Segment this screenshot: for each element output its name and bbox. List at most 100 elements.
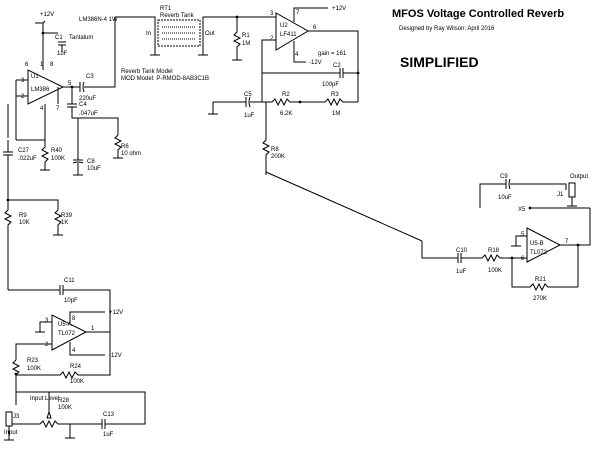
c13-ref: C13 (103, 412, 115, 418)
lf411-name: LF411 (280, 32, 297, 38)
r9-value: 10K (19, 220, 30, 226)
u5b-in-plus-wire (515, 235, 527, 246)
r2-value: 6.2K (280, 111, 292, 117)
lf411-vcc-label: +12V (332, 6, 346, 12)
r28-pot (12, 419, 70, 429)
reverb-tank-section: RT1 Reverb Tank In Out Reverb Tank Model… (121, 6, 270, 82)
r2-ref: R2 (282, 92, 290, 98)
c8-ref: C8 (87, 159, 95, 165)
r21-value: 270K (533, 296, 547, 302)
tank-model-line-2: MOD Model: P-RMOD-8AB3C1B (121, 76, 209, 82)
lf411-gain: gain = 161 (318, 51, 347, 57)
r21-ref: R21 (535, 277, 547, 283)
output-up-wire (578, 208, 591, 246)
recovery-amp-section: U2 LF411 gain = 161 7 3 2 6 4 +12V -12V … (208, 6, 423, 242)
r6-value: 10 ohm (121, 151, 141, 157)
c9-plate-b (508, 178, 511, 190)
tank-model-line-1: Reverb Tank Model (121, 69, 173, 75)
u5b-output-wire (560, 244, 579, 287)
r23-value: 100K (27, 366, 41, 372)
lm386-ref: U1 (31, 74, 39, 80)
x5-node-dot (528, 206, 532, 210)
lm386-amp-symbol (27, 69, 65, 105)
lm386-pin-8: 8 (50, 62, 54, 68)
r28-wiper-wire (16, 391, 146, 425)
u5b-ref: U5-B (530, 241, 544, 247)
lf411-pin-7: 7 (296, 10, 300, 16)
u5a-pin-8: 8 (72, 316, 76, 322)
c3-plate-b (82, 81, 85, 93)
tank-in-wire (123, 16, 156, 46)
u5a-vcc-label: +12V (109, 310, 123, 316)
reverb-tank-springs (157, 19, 201, 47)
r1-ref: R1 (242, 33, 250, 39)
c5-plate-b (248, 96, 251, 108)
r8-value: 200K (271, 154, 285, 160)
r3-resistor (300, 97, 358, 107)
lf411-pin-4: 4 (295, 52, 299, 58)
lm386-pin-4: 4 (40, 106, 44, 112)
r24-value: 100K (70, 379, 84, 385)
c9-wire-a (479, 183, 506, 208)
lm386-pin-7: 7 (56, 106, 60, 112)
c13-value: 1uF (103, 432, 114, 438)
r40-ref: R40 (51, 148, 63, 154)
tank-out-label: Out (205, 31, 215, 37)
r28-value: 100K (58, 405, 72, 411)
output-jack-icon (568, 182, 576, 198)
r24-resistor (16, 332, 111, 380)
r23-ref: R23 (27, 358, 39, 364)
c3-to-tank-wire (84, 16, 123, 88)
c5-value: 1uF (244, 113, 255, 119)
lf411-ref: U2 (280, 23, 288, 29)
u5b-pin-5: 5 (521, 232, 525, 238)
r2-resistor (250, 97, 300, 107)
power-amp-supply-label: +12V (40, 12, 54, 18)
output-stage-section: C10 1uF R18 100K U5-B TL072 5 6 7 R21 27… (421, 174, 591, 302)
c11-value: 10pF (64, 298, 78, 304)
designer-credit: Designed by Ray Wilson: April 2016 (399, 26, 495, 32)
c1-value: 1uF (57, 51, 68, 57)
c10-ref: C10 (456, 248, 468, 254)
c10-value: 1uF (456, 269, 467, 275)
lf411-in-minus-wire (261, 39, 322, 74)
u5b-amp-symbol (526, 227, 562, 263)
u5a-ref: U5-A (58, 322, 72, 328)
lf411-pin-2: 2 (270, 36, 274, 42)
r28-ref: R28 (58, 398, 70, 404)
power-amp-part-label: LM386N-4 1W (79, 17, 118, 23)
lf411-vee-label: -12V (309, 60, 322, 66)
tank-in-label: In (146, 31, 151, 37)
lm386-pin-1: 1 (40, 62, 44, 68)
u5a-pin-2: 2 (45, 342, 49, 348)
c4-r6-wire (71, 107, 119, 135)
c5-ref: C5 (244, 92, 252, 98)
lf411-pin-3: 3 (270, 11, 274, 17)
r39-ref: R39 (61, 213, 73, 219)
r8-ref: R8 (271, 147, 279, 153)
schematic-title: MFOS Voltage Controlled Reverb (392, 8, 564, 20)
r18-ref: R18 (488, 248, 500, 254)
input-jack-icon (5, 411, 13, 427)
u5a-pin-3: 3 (45, 318, 49, 324)
u5b-name: TL072 (530, 250, 548, 256)
r40-value: 100K (51, 156, 65, 162)
u5b-pin-7: 7 (565, 239, 569, 245)
lm386-pin-3: 3 (21, 78, 25, 84)
r24-ref: R24 (70, 364, 82, 370)
r1-resistor (232, 17, 242, 60)
lf411-output-wire (308, 30, 359, 102)
r6-resistor (113, 134, 123, 158)
r6-ref: R6 (121, 144, 129, 150)
c27-ref: C27 (18, 148, 30, 154)
output-jack-label: Output (570, 174, 588, 180)
u5a-pin-1: 1 (91, 326, 95, 332)
u5b-pin-6: 6 (521, 256, 525, 262)
c3-ref: C3 (86, 74, 94, 80)
c1-ref: C1 (55, 35, 63, 41)
r21-resistor (511, 258, 578, 292)
r40-resistor (40, 140, 50, 170)
tank-out-wire (202, 16, 270, 46)
r23-resistor (11, 359, 21, 405)
